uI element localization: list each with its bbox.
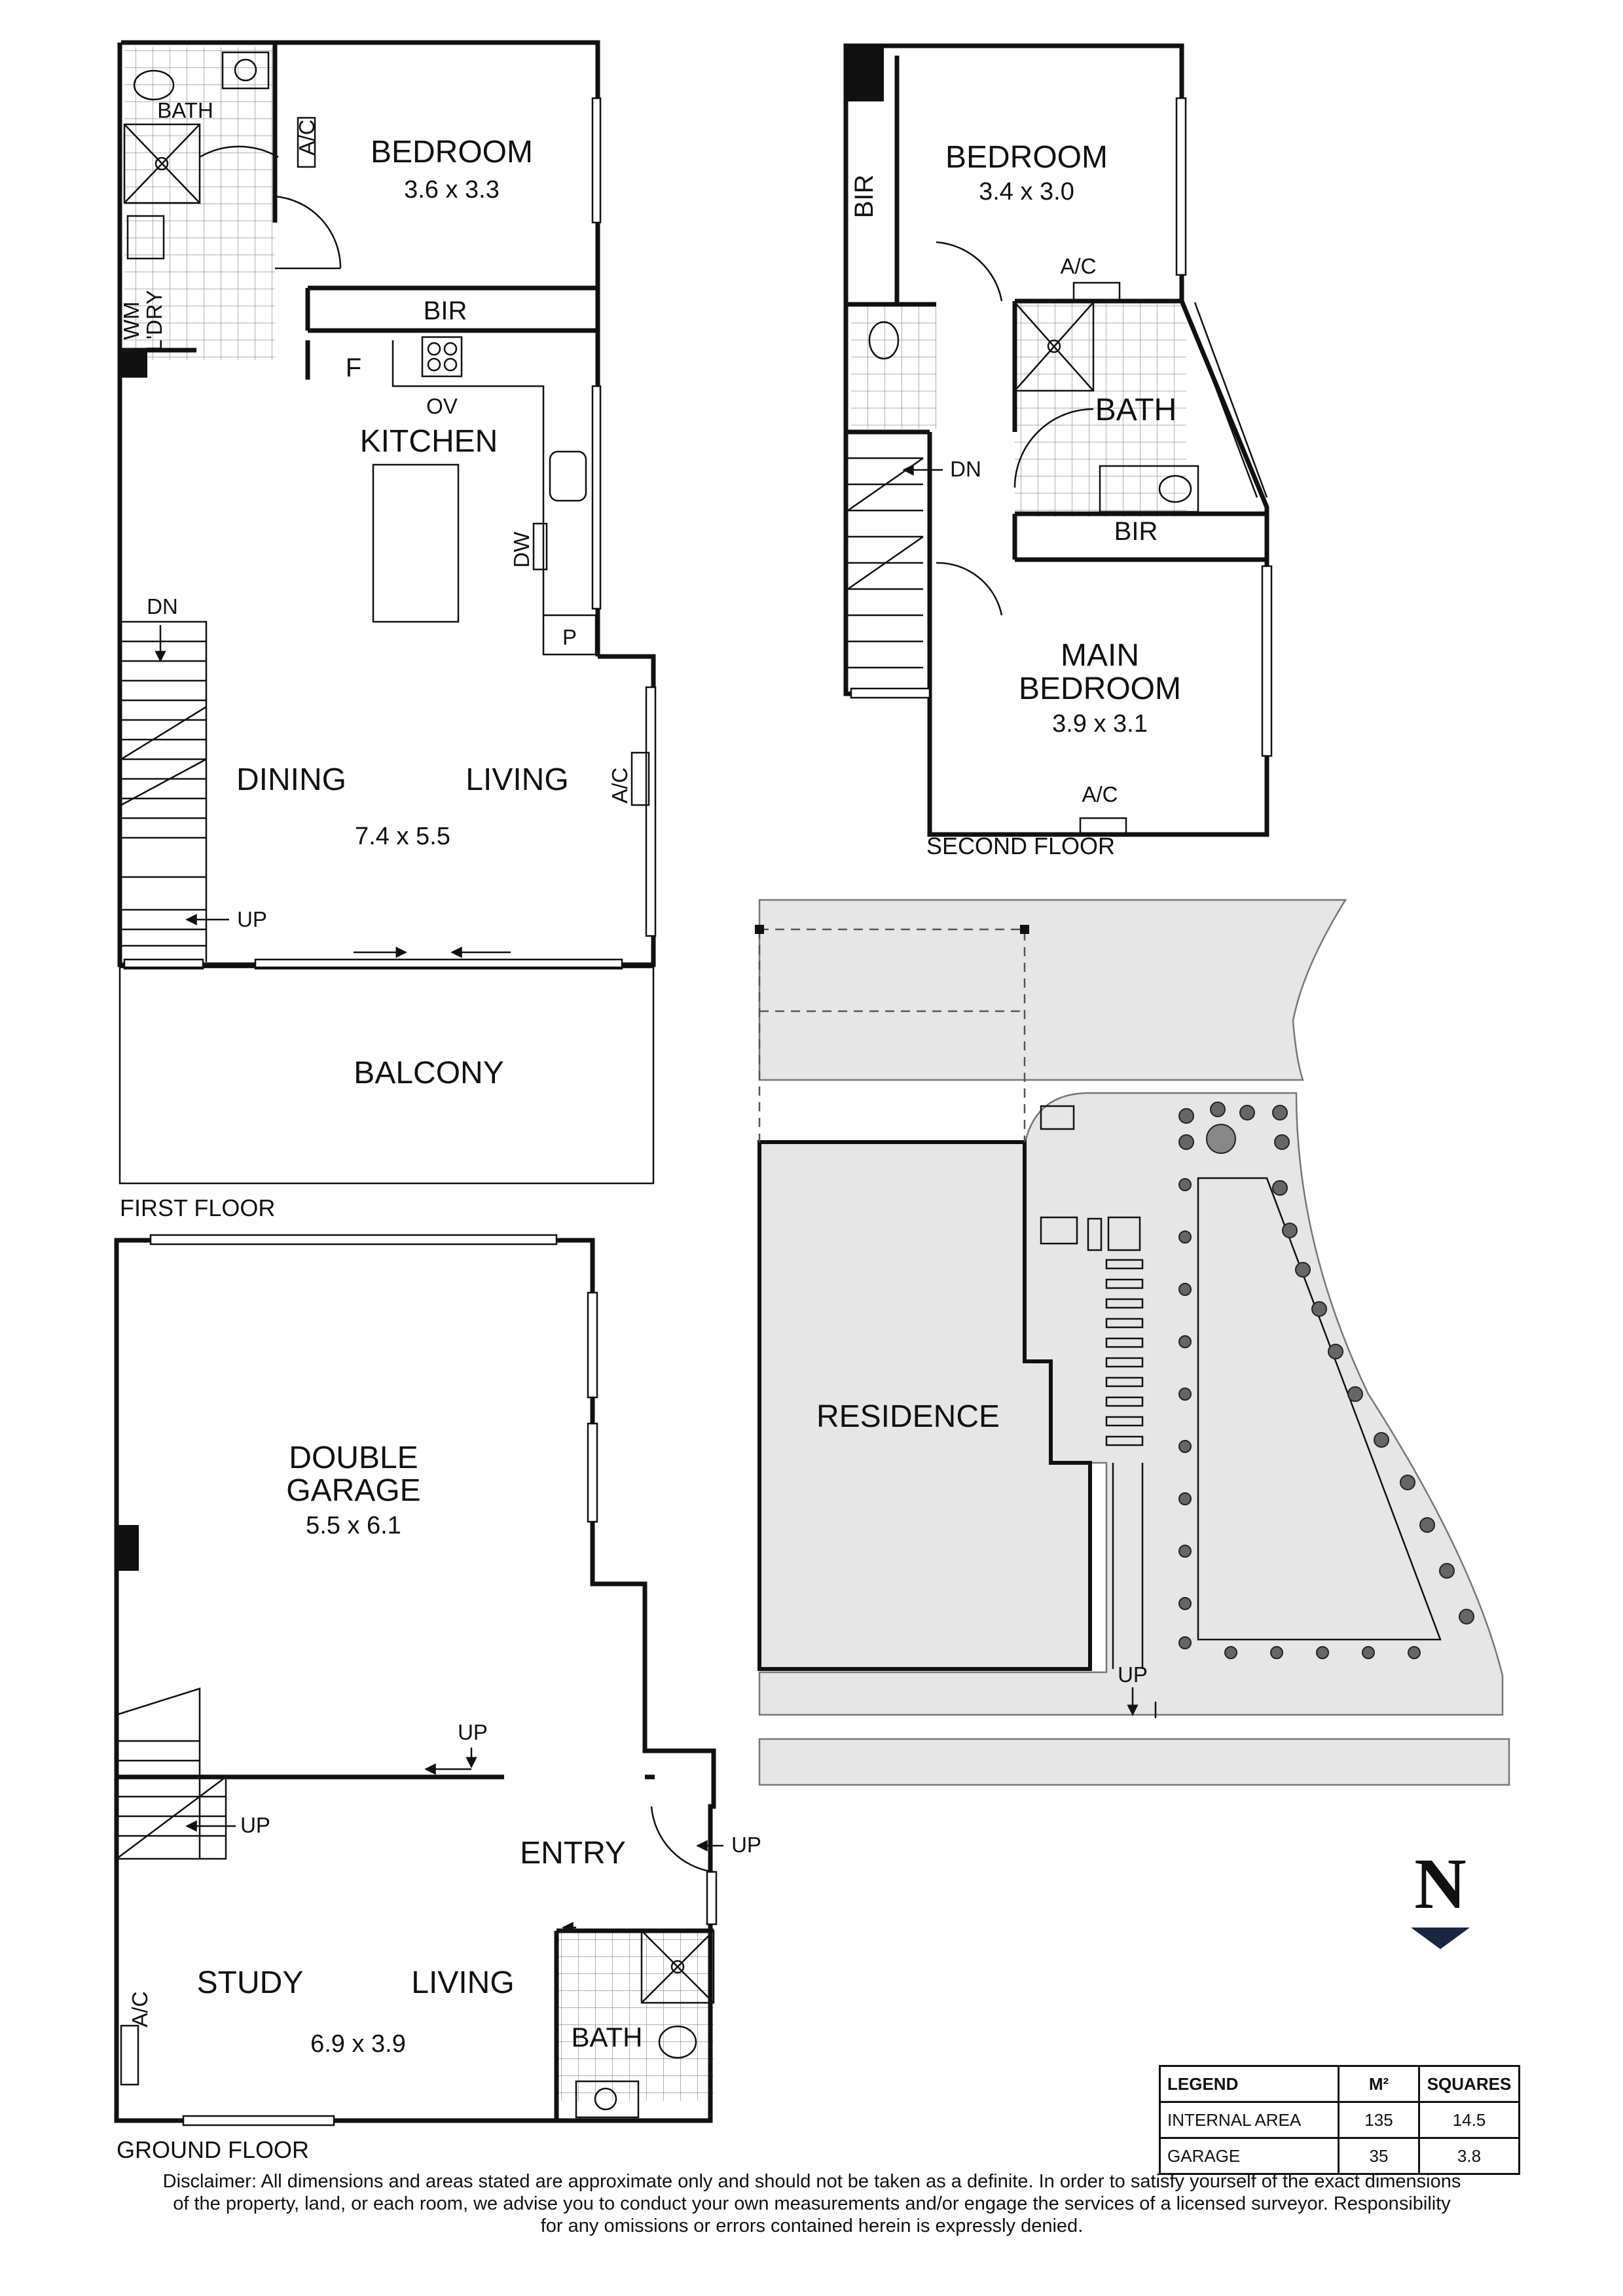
gf-dim: 6.9 x 3.9 — [310, 2030, 406, 2058]
legend-header-row: LEGEND M² SQUARES — [1159, 2065, 1520, 2103]
gf-garage-dim: 5.5 x 6.1 — [306, 1512, 401, 1539]
disclaimer: Disclaimer: All dimensions and areas sta… — [65, 2170, 1558, 2237]
gf-living-label: LIVING — [411, 1965, 514, 2000]
legend-row-m2: 135 — [1338, 2101, 1420, 2139]
ff-bedroom-label: BEDROOM — [371, 135, 533, 170]
north-arrow: N — [1411, 1844, 1470, 1949]
ff-living-label: LIVING — [465, 762, 568, 797]
site-trees — [1178, 1102, 1474, 1659]
ff-up-label: UP — [237, 907, 267, 931]
ff-kitchen-label: KITCHEN — [360, 424, 498, 459]
gf-bath-label: BATH — [572, 2022, 643, 2053]
ff-ac-label-1: A/C — [295, 119, 319, 155]
legend-header-m2: M² — [1338, 2065, 1420, 2103]
ff-dn-label: DN — [147, 594, 178, 619]
ff-bir-label: BIR — [424, 296, 467, 325]
north-arrow-icon — [1411, 1928, 1470, 1949]
sf-ac-label-1: A/C — [1060, 254, 1096, 278]
gf-garage-label-2: GARAGE — [286, 1473, 420, 1508]
north-label: N — [1414, 1844, 1466, 1924]
disclaimer-line: of the property, land, or each room, we … — [173, 2193, 1451, 2214]
legend-row: GARAGE 35 3.8 — [1159, 2137, 1520, 2175]
legend-row: INTERNAL AREA 135 14.5 — [1159, 2101, 1520, 2139]
site-plan: RESIDENCE UP — [755, 899, 1510, 1786]
legend-row-m2: 35 — [1338, 2137, 1420, 2175]
ff-wm-label: WM — [119, 302, 143, 340]
first-floor-plan: BATH A/C BEDROOM 3.6 x 3.3 WM L'DRY BIR … — [117, 40, 657, 1221]
disclaimer-line: for any omissions or errors contained he… — [540, 2215, 1084, 2236]
gf-entry-label: ENTRY — [520, 1836, 626, 1871]
ff-ac-label-2: A/C — [608, 767, 632, 803]
sf-main-label-2: BEDROOM — [1019, 672, 1181, 706]
legend-row-label: GARAGE — [1159, 2137, 1340, 2175]
gf-up-label-3: UP — [731, 1833, 761, 1857]
gf-study-label: STUDY — [197, 1965, 304, 2000]
ff-floor-label: FIRST FLOOR — [120, 1194, 275, 1221]
ff-oven-label: OV — [426, 394, 458, 418]
sf-floor-label: SECOND FLOOR — [926, 833, 1115, 859]
gf-garage-label-1: DOUBLE — [289, 1441, 418, 1475]
gf-up-label-2: UP — [240, 1813, 270, 1837]
sf-bir-label-2: BIR — [1114, 517, 1158, 546]
legend-header-squares: SQUARES — [1418, 2065, 1520, 2103]
ff-fridge-label: F — [346, 353, 361, 382]
ground-floor-plan: DOUBLE GARAGE 5.5 x 6.1 UP UP ENTRY UP A… — [114, 1234, 761, 2163]
sf-bir-label-1: BIR — [850, 175, 879, 219]
sf-bedroom-dim: 3.4 x 3.0 — [979, 178, 1074, 206]
ff-ldry-label: L'DRY — [142, 290, 166, 351]
second-floor-plan: BIR BEDROOM 3.4 x 3.0 A/C BATH DN BIR MA… — [843, 43, 1273, 859]
ff-bath-label: BATH — [157, 98, 213, 122]
legend-row-squares: 14.5 — [1418, 2101, 1520, 2139]
sf-main-label-1: MAIN — [1061, 638, 1139, 673]
legend-header-label: LEGEND — [1159, 2065, 1340, 2103]
legend-row-label: INTERNAL AREA — [1159, 2101, 1340, 2139]
gf-floor-label: GROUND FLOOR — [117, 2136, 309, 2163]
ff-bedroom-dim: 3.6 x 3.3 — [404, 176, 500, 204]
ff-pantry-label: P — [562, 625, 577, 649]
site-residence-label: RESIDENCE — [816, 1399, 1000, 1434]
gf-ac-label: A/C — [128, 1991, 152, 2027]
gf-up-label-1: UP — [458, 1720, 488, 1744]
ff-dining-label: DINING — [236, 762, 346, 797]
legend-table: LEGEND M² SQUARES INTERNAL AREA 135 14.5… — [1159, 2065, 1520, 2175]
ff-balcony-label: BALCONY — [354, 1056, 503, 1090]
ff-dw-label: DW — [509, 531, 534, 568]
site-up-label: UP — [1118, 1662, 1148, 1687]
sf-ac-label-2: A/C — [1082, 782, 1118, 806]
sf-bedroom-label: BEDROOM — [945, 140, 1108, 175]
ff-living-dim: 7.4 x 5.5 — [355, 823, 450, 850]
legend-row-squares: 3.8 — [1418, 2137, 1520, 2175]
disclaimer-line: Disclaimer: All dimensions and areas sta… — [162, 2171, 1461, 2192]
sf-dn-label: DN — [950, 457, 981, 481]
sf-main-dim: 3.9 x 3.1 — [1052, 710, 1148, 738]
site-steps — [1105, 1259, 1144, 1446]
sf-bath-label: BATH — [1095, 393, 1176, 427]
